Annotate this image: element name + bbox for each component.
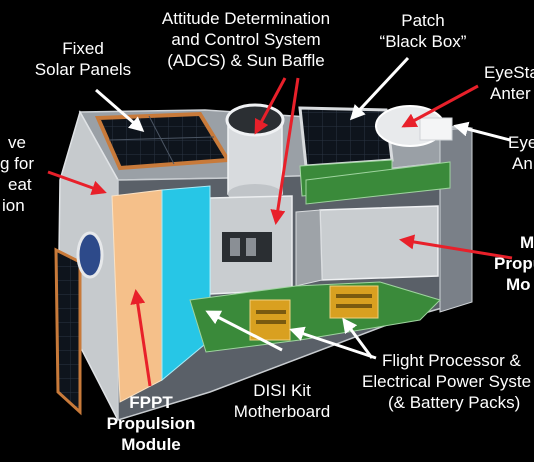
arrow-adcs-baffle <box>254 77 287 135</box>
label-passive-line3: eat <box>8 175 32 194</box>
label-flight-line1: Flight Processor & <box>382 351 521 370</box>
label-disi-line1: DISI Kit <box>253 381 311 400</box>
arrow-flight-2 <box>289 326 377 360</box>
label-fppt-line2: Propulsion <box>106 414 196 433</box>
label-adcs-line2: and Control System <box>171 30 321 49</box>
label-passive: ve g for eat ion <box>0 132 40 216</box>
label-main-propulsion: M Propul Mo <box>494 232 534 295</box>
label-fixed-solar-panels: Fixed Solar Panels <box>18 38 148 80</box>
label-passive-line4: ion <box>2 196 25 215</box>
label-adcs-line3: (ADCS) & Sun Baffle <box>167 51 325 70</box>
label-patch-line1: Patch <box>401 11 445 30</box>
adcs-box <box>209 195 293 295</box>
label-eye-ant-line1: Eye <box>508 133 534 152</box>
arrow-fppt <box>130 289 152 387</box>
label-eyestar-line2: Anter <box>490 84 531 103</box>
label-flight-processor: Flight Processor & Electrical Power Syst… <box>352 350 534 413</box>
label-main-prop-line1: M <box>520 233 534 252</box>
label-fppt-line3: Module <box>121 435 181 454</box>
label-patch-black-box: Patch “Black Box” <box>368 10 478 52</box>
arrow-main-propulsion <box>399 234 513 260</box>
arrow-flight-1 <box>342 317 374 359</box>
label-adcs-line1: Attitude Determination <box>161 9 331 28</box>
chassis-right-plate <box>439 127 473 313</box>
label-eyestar-antenna: EyeSta Anter <box>484 62 534 104</box>
arrow-adcs-box <box>270 77 300 225</box>
label-passive-line1: ve <box>8 133 26 152</box>
label-flight-line2: Electrical Power Syste <box>362 372 532 391</box>
arrow-patch <box>349 56 410 121</box>
label-disi-kit: DISI Kit Motherboard <box>222 380 342 422</box>
callout-arrows <box>47 56 513 387</box>
label-adcs: Attitude Determination and Control Syste… <box>146 8 346 71</box>
label-fppt-propulsion: FPPT Propulsion Module <box>96 392 206 455</box>
label-main-prop-line3: Mo <box>506 275 531 294</box>
label-fixed-solar-line2: Solar Panels <box>34 60 132 79</box>
label-disi-line2: Motherboard <box>233 402 331 421</box>
label-eye-antenna: Eye An <box>508 132 534 174</box>
eyestar-antenna <box>375 105 453 147</box>
arrow-eye-antenna <box>453 121 511 142</box>
side-solar-panel <box>54 247 82 416</box>
label-eyestar-line1: EyeSta <box>484 63 534 82</box>
label-fppt-line1: FPPT <box>129 393 173 412</box>
label-flight-line3: (& Battery Packs) <box>388 393 521 412</box>
label-fixed-solar-line1: Fixed <box>62 39 104 58</box>
adcs-sun-baffle <box>225 103 285 204</box>
arrow-passive <box>47 170 107 196</box>
arrow-fixed-solar <box>95 88 145 132</box>
label-main-prop-line2: Propul <box>494 254 534 273</box>
top-pcb-strip <box>305 161 451 205</box>
left-face-port <box>76 231 104 279</box>
main-propulsion-module <box>295 205 439 287</box>
arrow-eyestar <box>401 84 479 128</box>
label-passive-line2: g for <box>0 154 35 173</box>
label-patch-line2: “Black Box” <box>379 32 467 51</box>
label-eye-ant-line2: An <box>512 154 533 173</box>
arrow-disi <box>205 310 283 352</box>
